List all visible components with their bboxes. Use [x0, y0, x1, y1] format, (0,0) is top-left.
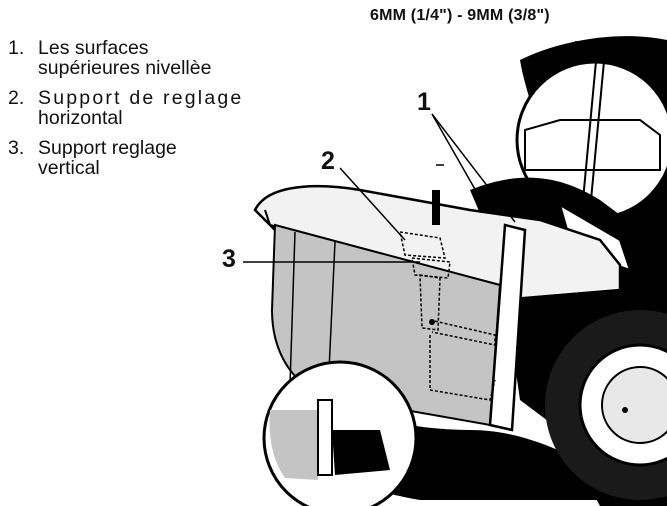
legend: 1. Les surfaces supérieures nivellèe 2. …	[8, 38, 308, 188]
leader-lines	[243, 113, 516, 263]
legend-item-label: vertical	[38, 157, 100, 179]
callout-1: 1	[417, 88, 431, 116]
measurement-label: 6MM (1/4") - 9MM (3/8")	[370, 7, 550, 24]
callout-3: 3	[222, 245, 236, 273]
legend-item-3: 3. Support reglage vertical	[8, 137, 177, 179]
legend-item-label: Support de reglage	[38, 87, 244, 109]
detail-view-bottom	[262, 360, 418, 506]
callout-2: 2	[321, 147, 335, 175]
legend-item-2: 2. Support de reglage horizontal	[8, 87, 244, 129]
legend-item-1: 1. Les surfaces supérieures nivellèe	[8, 37, 212, 79]
legend-item-label: Les surfaces	[38, 37, 149, 59]
hidden-brackets	[399, 231, 496, 401]
wheel	[545, 310, 667, 500]
legend-item-label: horizontal	[38, 107, 123, 129]
deck-top	[253, 185, 622, 302]
legend-item-label: Support reglage	[38, 137, 177, 159]
legend-item-label: supérieures nivellèe	[38, 57, 212, 79]
front-panel	[488, 223, 527, 432]
